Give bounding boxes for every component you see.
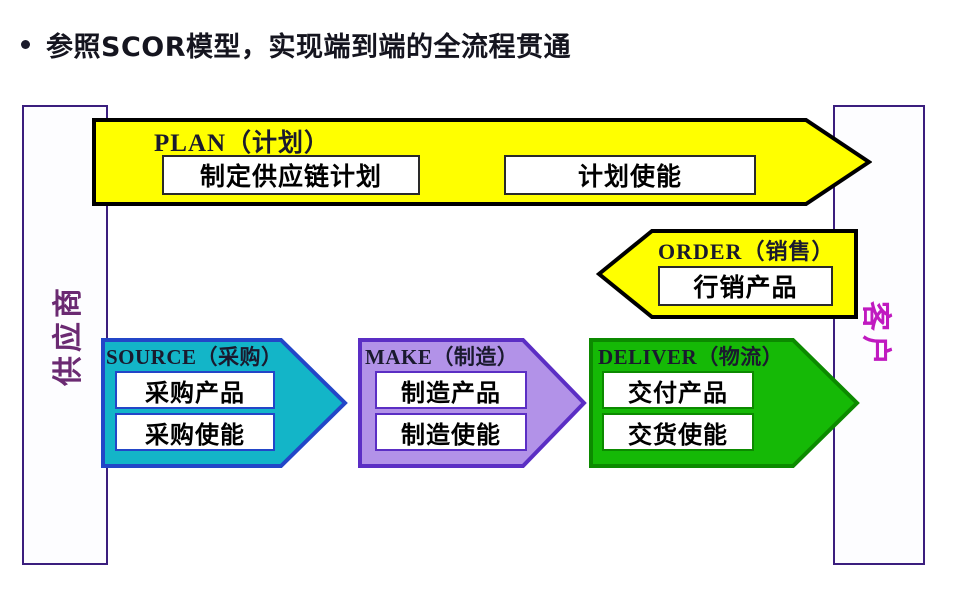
slide-title-row: 参照SCOR模型，实现端到端的全流程贯通 xyxy=(14,22,914,66)
customer-frame: 客户 xyxy=(833,105,925,565)
source-subprocess-1[interactable]: 采购产品 xyxy=(115,371,275,409)
make-arrow-content: MAKE（制造） 制造产品 制造使能 xyxy=(357,337,587,469)
deliver-subprocess-1[interactable]: 交付产品 xyxy=(602,371,754,409)
process-arrow-order[interactable]: ORDER（销售） 行销产品 xyxy=(596,228,858,320)
page-title: 参照SCOR模型，实现端到端的全流程贯通 xyxy=(46,31,572,63)
supplier-label: 供应商 xyxy=(51,284,86,386)
plan-subprocess-1[interactable]: 制定供应链计划 xyxy=(162,155,420,195)
plan-title: PLAN（计划） xyxy=(154,130,331,157)
source-arrow-content: SOURCE（采购） 采购产品 采购使能 xyxy=(100,337,348,469)
process-arrow-source[interactable]: SOURCE（采购） 采购产品 采购使能 xyxy=(100,337,348,469)
process-arrow-plan[interactable]: PLAN（计划） 制定供应链计划 计划使能 xyxy=(92,117,872,207)
deliver-subprocess-2[interactable]: 交货使能 xyxy=(602,413,754,451)
deliver-arrow-content: DELIVER（物流） 交付产品 交货使能 xyxy=(588,337,860,469)
order-title: ORDER（销售） xyxy=(658,239,835,264)
source-subprocess-2[interactable]: 采购使能 xyxy=(115,413,275,451)
deliver-title: DELIVER（物流） xyxy=(598,345,784,369)
plan-arrow-content: PLAN（计划） 制定供应链计划 计划使能 xyxy=(92,117,872,207)
make-subprocess-2[interactable]: 制造使能 xyxy=(375,413,527,451)
make-title: MAKE（制造） xyxy=(365,345,519,369)
plan-subprocess-2[interactable]: 计划使能 xyxy=(504,155,756,195)
customer-label: 客户 xyxy=(858,301,893,369)
source-title: SOURCE（采购） xyxy=(106,345,283,369)
process-arrow-deliver[interactable]: DELIVER（物流） 交付产品 交货使能 xyxy=(588,337,860,469)
order-subprocess-1[interactable]: 行销产品 xyxy=(658,266,833,306)
make-subprocess-1[interactable]: 制造产品 xyxy=(375,371,527,409)
bullet-dot-icon xyxy=(21,39,30,49)
order-arrow-content: ORDER（销售） 行销产品 xyxy=(596,228,858,320)
process-arrow-make[interactable]: MAKE（制造） 制造产品 制造使能 xyxy=(357,337,587,469)
